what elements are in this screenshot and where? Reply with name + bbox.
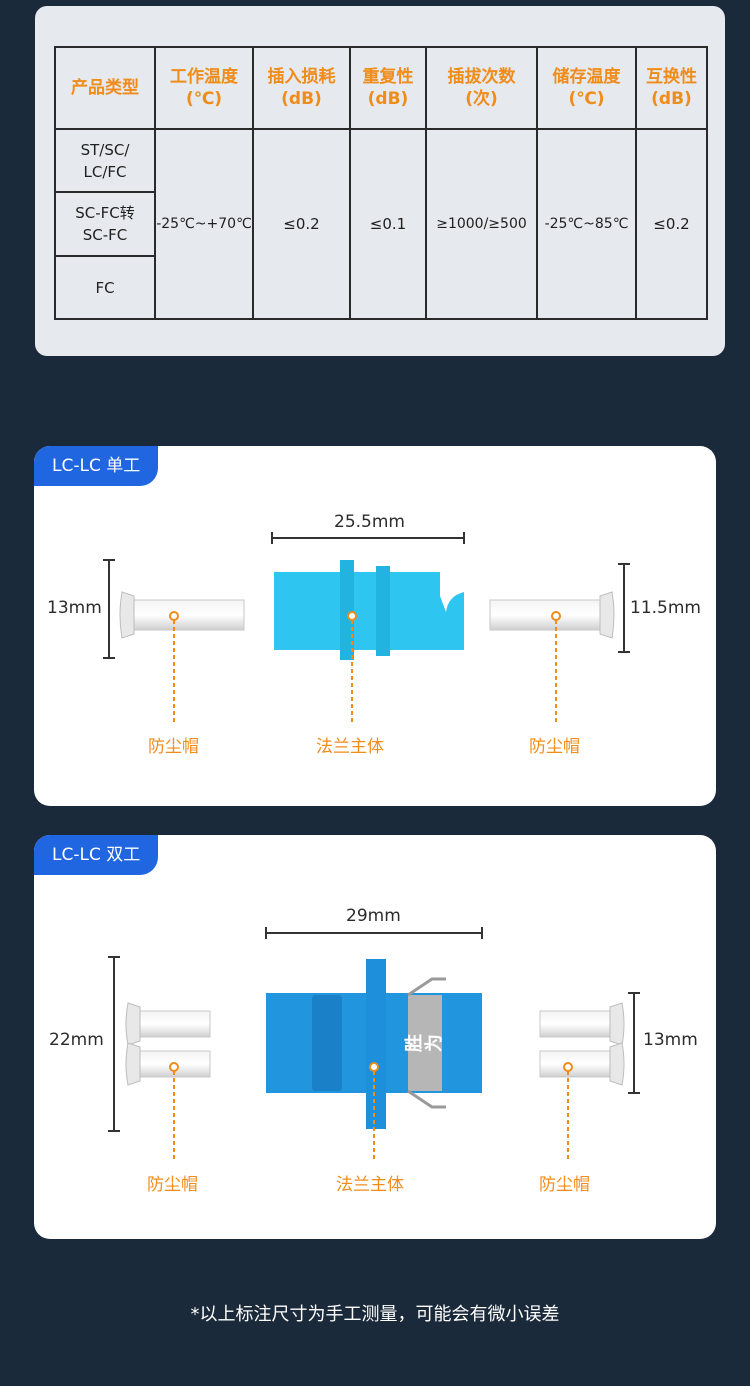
spec-header-row: 产品类型 工作温度(℃) 插入损耗(dB) 重复性(dB) 插拔次数(次) 储存… xyxy=(54,46,708,130)
duplex-left-cap-label: 防尘帽 xyxy=(147,1175,198,1195)
storage-temp-value: -25℃~85℃ xyxy=(536,128,637,320)
callout-dot xyxy=(347,611,357,621)
header-product-type: 产品类型 xyxy=(54,46,156,130)
spec-table: 产品类型 工作温度(℃) 插入损耗(dB) 重复性(dB) 插拔次数(次) 储存… xyxy=(54,46,708,320)
right-height-dimension xyxy=(618,563,630,653)
simplex-right-dim-label: 11.5mm xyxy=(630,598,701,618)
duplex-width-dim-label: 29mm xyxy=(346,906,401,926)
working-temp-value: -25℃~+70℃ xyxy=(154,128,254,320)
header-mating-cycles: 插拔次数(次) xyxy=(425,46,538,130)
simplex-diagram xyxy=(103,532,630,724)
callout-lines xyxy=(173,1071,569,1161)
simplex-card: LC-LC 单工 xyxy=(34,446,716,806)
callout-lines xyxy=(173,620,557,724)
table-row: FC xyxy=(54,255,707,320)
simplex-width-dim-label: 25.5mm xyxy=(334,512,405,532)
header-repeatability: 重复性(dB) xyxy=(349,46,427,130)
footnote: *以上标注尺寸为手工测量，可能会有微小误差 xyxy=(190,1304,560,1325)
duplex-flange-body xyxy=(266,959,482,1129)
header-storage-temp: 储存温度(℃) xyxy=(536,46,637,130)
header-interchangeability: 互换性(dB) xyxy=(635,46,708,130)
callout-dot xyxy=(369,1062,379,1072)
duplex-diagram xyxy=(108,927,640,1161)
simplex-tag: LC-LC 单工 xyxy=(34,446,159,486)
callout-dot xyxy=(169,611,179,621)
type-cell: ST/SC/LC/FC xyxy=(54,128,156,193)
duplex-right-dim-label: 13mm xyxy=(643,1030,698,1050)
simplex-left-dim-label: 13mm xyxy=(47,598,102,618)
header-working-temp: 工作温度(℃) xyxy=(154,46,254,130)
header-insertion-loss: 插入损耗(dB) xyxy=(252,46,351,130)
right-dust-cap xyxy=(489,591,615,639)
interchangeability-value: ≤0.2 xyxy=(635,128,708,320)
duplex-tag: LC-LC 双工 xyxy=(34,835,159,875)
mating-cycles-value: ≥1000/≥500 xyxy=(425,128,538,320)
left-height-dimension xyxy=(108,956,120,1132)
duplex-body-label: 法兰主体 xyxy=(336,1175,404,1195)
duplex-card: LC-LC 双工 xyxy=(34,835,716,1239)
right-height-dimension xyxy=(628,992,640,1094)
left-dust-caps xyxy=(125,1002,211,1086)
duplex-left-dim-label: 22mm xyxy=(49,1030,104,1050)
duplex-width-dimension xyxy=(265,927,483,939)
callout-dot xyxy=(551,611,561,621)
repeatability-value: ≤0.1 xyxy=(349,128,427,320)
type-cell: FC xyxy=(54,255,156,320)
simplex-flange-body xyxy=(274,560,464,660)
left-dust-cap xyxy=(119,591,245,639)
left-height-dimension xyxy=(103,559,115,659)
simplex-width-dimension xyxy=(271,532,465,544)
spec-card: 产品类型 工作温度(℃) 插入损耗(dB) 重复性(dB) 插拔次数(次) 储存… xyxy=(35,6,725,356)
insertion-loss-value: ≤0.2 xyxy=(252,128,351,320)
simplex-right-cap-label: 防尘帽 xyxy=(529,737,580,757)
brand-print: 胜为 xyxy=(404,1034,445,1052)
duplex-right-cap-label: 防尘帽 xyxy=(539,1175,590,1195)
simplex-left-cap-label: 防尘帽 xyxy=(148,737,199,757)
callout-dot xyxy=(169,1062,179,1072)
table-row: ST/SC/LC/FC -25℃~+70℃ ≤0.2 ≤0.1 ≥1000/≥5… xyxy=(54,128,708,320)
callout-dot xyxy=(563,1062,573,1072)
right-dust-caps xyxy=(539,1002,625,1086)
simplex-body-label: 法兰主体 xyxy=(316,737,384,757)
